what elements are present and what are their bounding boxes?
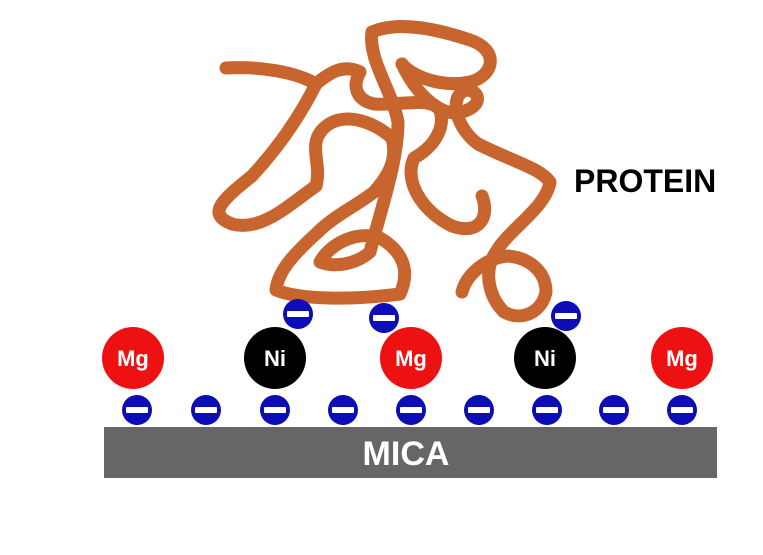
protein-chain-path [395,57,557,323]
ion-symbol: Ni [264,346,286,371]
ion-symbol: Mg [117,346,149,371]
surface-charges [122,395,697,425]
nickel-ion: Ni [244,327,306,389]
negative-charge [369,303,399,333]
ion-symbol: Mg [666,346,698,371]
protein-charges [283,299,581,333]
negative-charge [260,395,290,425]
negative-charge [396,395,426,425]
protein-chain [212,20,557,323]
nickel-ion: Ni [514,327,576,389]
negative-charge [328,395,358,425]
protein-label: PROTEIN [574,163,716,199]
ion-symbol: Ni [534,346,556,371]
mica-slab [104,427,717,478]
mica-substrate: MICA [104,427,717,478]
protein-chain-path [212,20,497,305]
magnesium-ion: Mg [102,327,164,389]
protein-chain-path [309,62,492,236]
mica-label: MICA [363,435,450,473]
magnesium-ion: Mg [380,327,442,389]
negative-charge [122,395,152,425]
ion-symbol: Mg [395,346,427,371]
negative-charge [532,395,562,425]
negative-charge [464,395,494,425]
negative-charge [667,395,697,425]
negative-charge [551,301,581,331]
magnesium-ion: Mg [651,327,713,389]
negative-charge [283,299,313,329]
metal-ions: Mg Ni Mg Ni Mg [102,327,713,389]
negative-charge [599,395,629,425]
negative-charge [191,395,221,425]
